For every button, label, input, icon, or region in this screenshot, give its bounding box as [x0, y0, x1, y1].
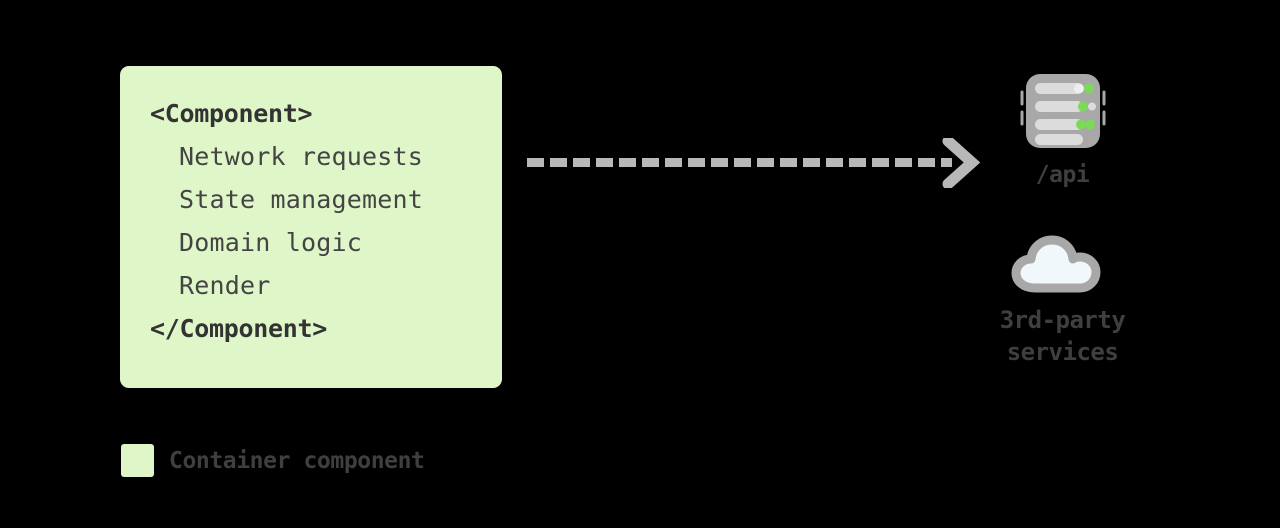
cloud-icon [975, 234, 1150, 298]
component-code-block: <Component> Network requests State manag… [150, 92, 490, 350]
node-label-third-party-services: 3rd-party services [999, 306, 1126, 366]
container-component-card: <Component> Network requests State manag… [120, 66, 502, 388]
code-line-network-requests: Network requests [179, 142, 424, 171]
node-label-api: /api [1035, 162, 1090, 188]
legend-label-container-component: Container component [169, 447, 425, 474]
code-line-close-tag: </Component> [150, 314, 328, 343]
code-line-state-management: State management [179, 185, 424, 214]
dashed-arrow-right-icon [520, 135, 981, 190]
code-line-domain-logic: Domain logic [179, 228, 363, 257]
code-line-render: Render [179, 271, 271, 300]
code-line-open-tag: <Component> [150, 99, 313, 128]
server-icon [975, 70, 1150, 156]
node-third-party-services: 3rd-party services [975, 234, 1150, 368]
legend: Container component [121, 444, 425, 477]
legend-swatch-container-component [121, 444, 154, 477]
node-api-server: /api [975, 70, 1150, 190]
